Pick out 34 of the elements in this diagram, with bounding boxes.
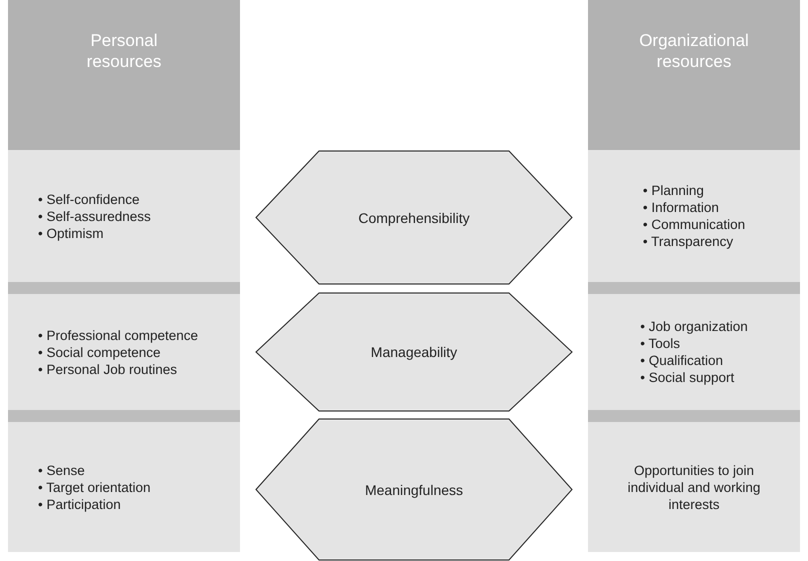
list-item: • Job organization — [640, 318, 748, 335]
resource-panel — [588, 294, 800, 410]
header-title: Personal resources — [86, 30, 162, 72]
list-item: • Sense — [38, 462, 85, 478]
list-item: • Target orientation — [38, 478, 151, 496]
resource-panel — [588, 150, 800, 282]
list-item: • Transparency — [642, 233, 734, 250]
resource-panel — [8, 294, 240, 410]
list-item: • Personal Job routines — [38, 360, 178, 378]
list-item: • Information — [642, 199, 719, 216]
resource-panel — [8, 150, 240, 282]
list-item: • Communication — [642, 216, 746, 233]
list-item: • Qualification — [640, 352, 723, 369]
list-item: • Optimism — [38, 224, 104, 242]
hexagon — [255, 418, 573, 561]
column-header — [8, 0, 240, 150]
list-item: • Professional competence — [38, 326, 198, 344]
header-title: Organizational resources — [638, 30, 750, 72]
resource-panel — [8, 422, 240, 552]
list-item: • Planning — [642, 182, 704, 199]
list-item: • Social support — [640, 369, 734, 386]
column-header — [588, 0, 800, 150]
hexagon — [255, 292, 573, 412]
list-item: Opportunities to join individual and working interests — [626, 462, 762, 512]
list-item: • Self-assuredness — [38, 208, 151, 224]
list-item: • Tools — [640, 335, 680, 352]
resource-panel — [588, 422, 800, 552]
hexagon-label: Comprehensibility — [358, 210, 470, 226]
list-item: • Participation — [38, 496, 121, 512]
list-item: • Social competence — [38, 344, 161, 360]
list-item: • Self-confidence — [38, 190, 140, 208]
hexagon-label: Meaningfulness — [364, 482, 464, 498]
hexagon — [255, 150, 573, 285]
hexagon-label: Manageability — [370, 344, 458, 360]
